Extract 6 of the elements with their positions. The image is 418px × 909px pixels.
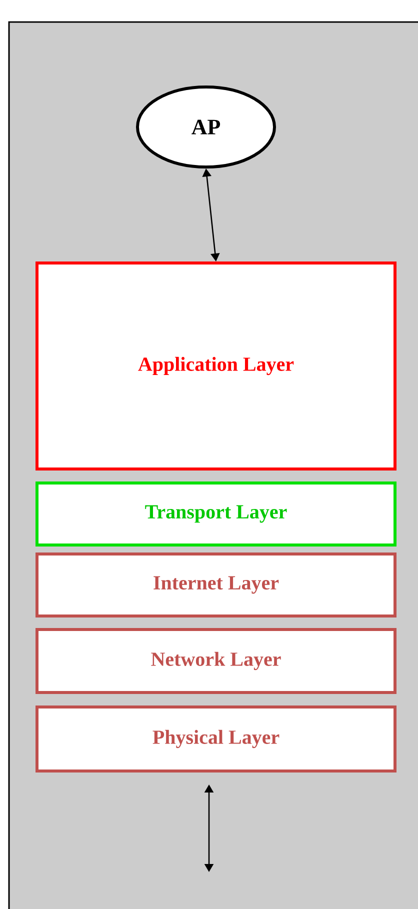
layer-box: Network Layer [36, 628, 396, 694]
layer-box: Physical Layer [36, 706, 396, 772]
layer-box: Internet Layer [36, 552, 396, 618]
ellipse-node: AP [136, 86, 276, 168]
layer-box: Application Layer [36, 262, 396, 470]
layer-box: Transport Layer [36, 482, 396, 546]
